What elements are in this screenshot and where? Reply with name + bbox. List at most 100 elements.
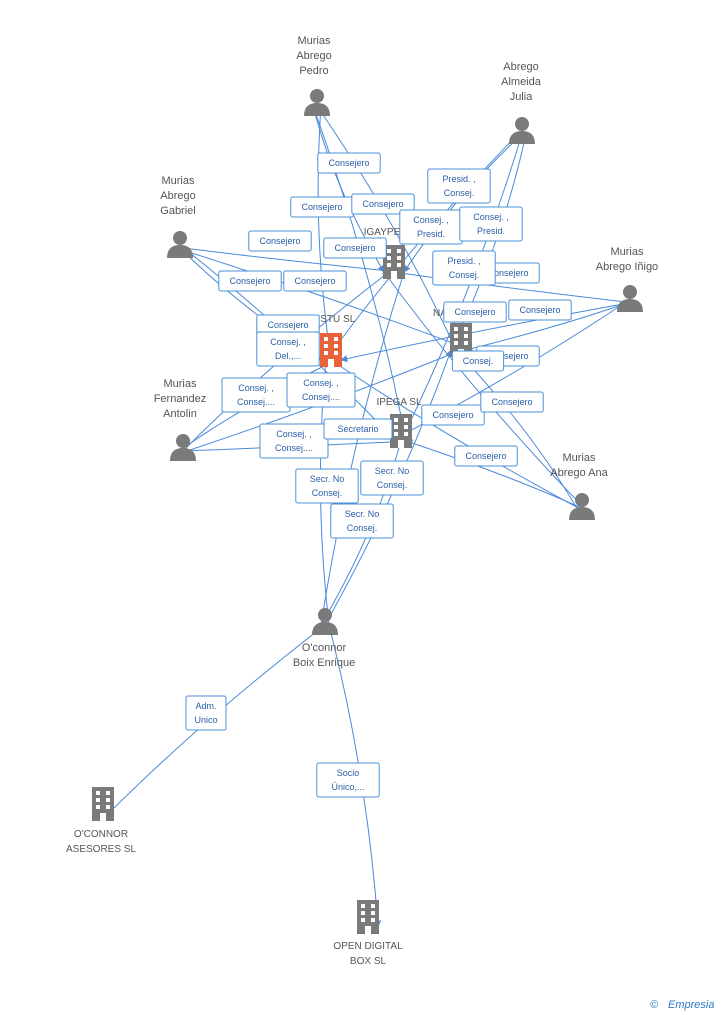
edge-label[interactable]: Presid. , Consej. xyxy=(432,250,496,286)
edge-label[interactable]: Consejero xyxy=(248,230,312,252)
edge-label-text: Consej. xyxy=(444,188,475,198)
relation-edge xyxy=(183,247,400,275)
edge-label-box xyxy=(459,206,523,242)
edge-label[interactable]: Consejero xyxy=(218,270,282,292)
edge-label[interactable]: Adm. Unico xyxy=(185,695,227,731)
company-node[interactable]: TXISTU SL xyxy=(305,314,356,367)
company-icon xyxy=(390,414,412,448)
edge-label-text: Único,... xyxy=(331,782,364,792)
relation-edge xyxy=(340,301,635,363)
edge-label[interactable]: Consej. xyxy=(451,350,505,372)
node-label: Murias xyxy=(161,175,195,187)
edge-label[interactable]: Consej. ,Consej.... xyxy=(286,372,356,408)
edge-label[interactable]: Consejero xyxy=(480,391,544,413)
node-label: Abrego Ana xyxy=(550,467,608,479)
relation-edge xyxy=(400,133,523,442)
edge-label-text: Consejero xyxy=(267,320,308,330)
edge-label-box xyxy=(295,468,359,504)
node-label: O'connor xyxy=(302,642,347,654)
edge-label[interactable]: Consej. ,Presid. xyxy=(459,206,523,242)
edge-label-box xyxy=(330,503,394,539)
edge-label-text: Consej.... xyxy=(275,443,313,453)
relation-edge xyxy=(312,105,409,442)
node-label: Almeida xyxy=(501,76,542,88)
edge-label-text: Consej. xyxy=(463,356,494,366)
edge-label-text: Consejero xyxy=(259,236,300,246)
edge-label[interactable]: Secretario xyxy=(323,418,393,440)
edge-label[interactable]: Consejero xyxy=(454,445,518,467)
edge-label-text: Unico xyxy=(194,715,217,725)
node-label: O'CONNOR xyxy=(74,829,128,840)
edge-label-text: Consejero xyxy=(294,276,335,286)
node-label: Murias xyxy=(297,35,331,47)
edge-label[interactable]: Consej. ,Del.,... xyxy=(256,331,320,367)
edge-label-box xyxy=(480,391,544,413)
edge-label[interactable]: Presid. ,Consej. xyxy=(427,168,491,204)
edge-label-text: Consej. xyxy=(347,523,378,533)
edge-label[interactable]: Consej. ,Consej.... xyxy=(221,377,291,413)
edge-label-box xyxy=(259,423,329,459)
person-icon xyxy=(509,117,535,144)
edge-label-box xyxy=(351,193,415,215)
watermark: © Empresia xyxy=(650,999,714,1011)
edge-label[interactable]: Consejero xyxy=(317,152,381,174)
edge-label[interactable]: Consej. ,Consej.... xyxy=(259,423,329,459)
relation-edge xyxy=(330,359,583,511)
edge-label[interactable]: Consejero xyxy=(290,196,354,218)
edge-label-box xyxy=(432,250,496,286)
edge-label-box xyxy=(218,270,282,292)
edge-label-text: Consej. xyxy=(449,270,480,280)
relation-edge xyxy=(393,269,627,303)
company-node[interactable]: IGAYPE xyxy=(364,227,405,279)
edge-label-text: Consejero xyxy=(229,276,270,286)
relation-edge xyxy=(465,301,631,352)
edge-label-text: Adm. xyxy=(195,701,216,711)
node-label: TXISTU SL xyxy=(305,314,356,325)
node-label: IGAYPE xyxy=(364,227,401,238)
edge-label-text: Presid. , xyxy=(447,256,480,266)
node-label: Murias xyxy=(562,452,596,464)
company-node[interactable]: IPEGA SL xyxy=(376,397,422,448)
edge-label-box xyxy=(443,301,507,323)
edge-label-box xyxy=(360,460,424,496)
edge-label[interactable]: Consejero xyxy=(323,237,387,259)
edge-label-text: Consejero xyxy=(487,351,528,361)
edge-label-text: Secretario xyxy=(337,424,378,434)
edge-label[interactable]: Consejero xyxy=(283,270,347,292)
focus-company-icon xyxy=(320,333,342,367)
relation-edge xyxy=(383,271,587,511)
edge-label-text: Consej. xyxy=(377,480,408,490)
company-node[interactable]: NA xyxy=(433,308,472,357)
edge-label[interactable]: Consejero xyxy=(351,193,415,215)
edge-label[interactable]: Consejero xyxy=(443,301,507,323)
edge-label[interactable]: SocioÚnico,... xyxy=(316,762,380,798)
edge-label-box xyxy=(427,168,491,204)
edge-label-text: Consejero xyxy=(487,268,528,278)
edge-label-text: Consejero xyxy=(334,243,375,253)
edge-label-text: Consejero xyxy=(362,199,403,209)
node-label: Abrego xyxy=(503,61,538,73)
edge-label-box xyxy=(248,230,312,252)
edge-label[interactable]: Consej. ,Presid. xyxy=(399,209,463,245)
edge-label-text: Consej. , xyxy=(270,337,306,347)
edge-label[interactable]: Consejero xyxy=(508,299,572,321)
edge-label[interactable]: Consejero xyxy=(421,404,485,426)
edge-label-box xyxy=(185,695,227,731)
edge-label-text: Consej. , xyxy=(413,215,449,225)
relation-edge xyxy=(175,247,472,352)
